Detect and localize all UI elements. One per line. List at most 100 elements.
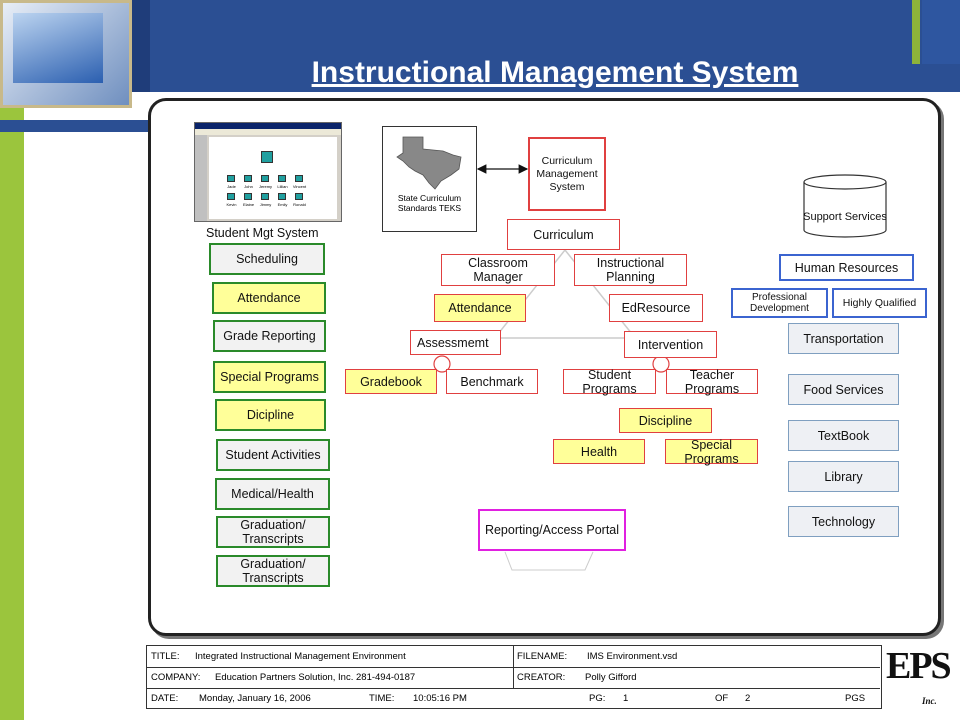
eps-logo-text: EPS: [886, 645, 952, 687]
reporting-access-portal: Reporting/Access Portal: [478, 509, 626, 551]
student-mgt-scheduling: Scheduling: [209, 243, 325, 275]
assessment-connector-circle: [433, 355, 451, 373]
support-library: Library: [788, 461, 899, 492]
filename-value: IMS Environment.vsd: [587, 651, 678, 662]
screenshot-student-name: John: [244, 184, 253, 189]
company-label: COMPANY:: [151, 672, 201, 683]
left-accent-stripe: [0, 120, 150, 132]
header-accent-blue: [922, 0, 960, 64]
screenshot-main-icon: [261, 151, 273, 163]
screenshot-student-icon: [278, 175, 286, 182]
student-mgt-graduation-1: Graduation/ Transcripts: [216, 516, 330, 548]
screenshot-student-icon: [244, 193, 252, 200]
screenshot-titlebar: [195, 123, 341, 129]
screenshot-student-icon: [261, 193, 269, 200]
date-label: DATE:: [151, 693, 179, 704]
pg-label: PG:: [589, 693, 606, 704]
left-accent-bar: [0, 92, 24, 720]
pgs-label: PGS: [845, 693, 866, 704]
computer-monitor-image: [0, 0, 132, 108]
monitor-screen: [13, 13, 103, 83]
node-attendance: Attendance: [434, 294, 526, 322]
screenshot-student-icon: [227, 193, 235, 200]
node-teacher-programs: Teacher Programs: [666, 368, 758, 396]
screenshot-student-icon: [227, 175, 235, 182]
support-food-services: Food Services: [788, 374, 899, 405]
support-technology: Technology: [788, 506, 899, 537]
screenshot-student-name: Jimmy: [259, 202, 272, 207]
state-standards-label: State Curriculum Standards TEKS: [397, 193, 462, 213]
support-textbook: TextBook: [788, 420, 899, 451]
eps-logo-suffix: Inc.: [922, 696, 937, 706]
company-value: Education Partners Solution, Inc. 281-49…: [215, 672, 416, 683]
screenshot-toolbar: [195, 135, 207, 221]
title-block-divider: [513, 646, 514, 688]
title-value: Integrated Instructional Management Envi…: [195, 651, 406, 662]
node-edresource: EdResource: [609, 294, 703, 322]
time-label: TIME:: [369, 693, 395, 704]
node-classroom-manager: Classroom Manager: [441, 254, 555, 286]
screenshot-student-name: Vincent: [292, 184, 307, 189]
node-special-programs: Special Programs: [665, 438, 758, 466]
node-student-programs: Student Programs: [563, 368, 656, 396]
student-mgt-student-activities: Student Activities: [216, 439, 330, 471]
support-services-label: Support Services: [803, 210, 887, 223]
node-intervention: Intervention: [624, 331, 717, 358]
creator-label: CREATOR:: [517, 672, 566, 683]
student-mgt-caption: Student Mgt System: [206, 226, 319, 240]
title-block-table: TITLE: Integrated Instructional Manageme…: [146, 645, 882, 709]
header-band: [150, 0, 960, 92]
screenshot-menubar: [195, 129, 341, 135]
screenshot-student-icon: [278, 193, 286, 200]
curriculum-management-system: Curriculum Management System: [528, 137, 606, 211]
screenshot-student-name: Lillian: [277, 184, 288, 189]
screenshot-student-name: Kevin: [226, 202, 237, 207]
node-discipline: Discipline: [619, 408, 712, 433]
of-value: 2: [745, 693, 751, 704]
student-mgt-dicipline: Dicipline: [215, 399, 326, 431]
node-gradebook: Gradebook: [345, 369, 437, 394]
of-label: OF: [715, 693, 729, 704]
screenshot-student-icon: [295, 175, 303, 182]
student-mgt-graduation-2: Graduation/ Transcripts: [216, 555, 330, 587]
screenshot-student-name: Jeremy: [258, 184, 273, 189]
creator-value: Polly Gifford: [585, 672, 637, 683]
page-title: Instructional Management System: [311, 56, 799, 89]
portal-base: [504, 551, 594, 571]
human-resources: Human Resources: [779, 254, 914, 281]
student-mgt-special-programs: Special Programs: [213, 361, 326, 393]
date-value: Monday, January 16, 2006: [199, 693, 311, 704]
screenshot-student-name: Jade: [227, 184, 236, 189]
highly-qualified: Highly Qualified: [832, 288, 927, 318]
screenshot-student-name: Ronald: [293, 202, 306, 207]
student-mgt-grade-reporting: Grade Reporting: [213, 320, 326, 352]
screenshot-student-icon: [261, 175, 269, 182]
title-block-row-date: DATE: Monday, January 16, 2006 TIME: 10:…: [147, 688, 880, 709]
filename-label: FILENAME:: [517, 651, 568, 662]
title-block-row-company: COMPANY: Education Partners Solution, In…: [147, 667, 880, 689]
header-accent-green: [912, 0, 920, 64]
node-instructional-planning: Instructional Planning: [574, 254, 687, 286]
node-assessment: Assessmemt: [410, 330, 501, 355]
screenshot-student-icon: [295, 193, 303, 200]
student-mgt-medical-health: Medical/Health: [215, 478, 330, 510]
node-benchmark: Benchmark: [446, 369, 538, 394]
student-mgt-attendance: Attendance: [212, 282, 326, 314]
time-value: 10:05:16 PM: [413, 693, 467, 704]
pg-value: 1: [623, 693, 629, 704]
screenshot-student-name: Elaine: [242, 202, 255, 207]
screenshot-student-icon: [244, 175, 252, 182]
node-health: Health: [553, 439, 645, 464]
state-standards-box: State Curriculum Standards TEKS: [382, 126, 477, 232]
screenshot-student-name: Emily: [277, 202, 288, 207]
node-curriculum: Curriculum: [507, 219, 620, 250]
professional-development: Professional Development: [731, 288, 828, 318]
title-label: TITLE:: [151, 651, 180, 662]
texas-map-icon: [396, 136, 462, 190]
support-services-cylinder: [803, 174, 887, 238]
support-transportation: Transportation: [788, 323, 899, 354]
eps-logo: EPS Inc.: [884, 645, 954, 712]
